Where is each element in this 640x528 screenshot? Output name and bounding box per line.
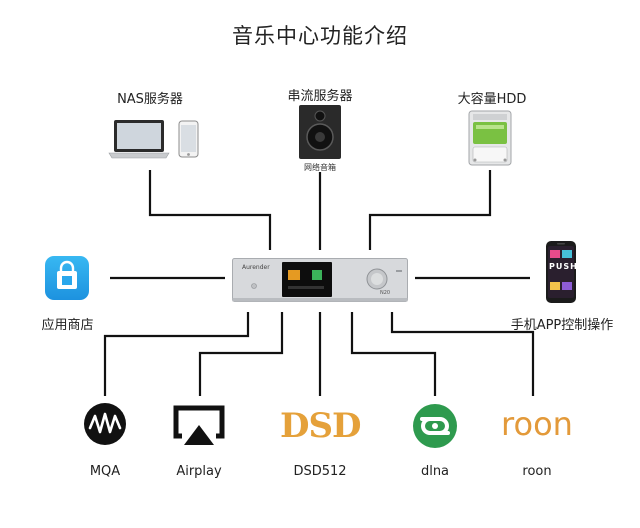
airplay-icon [172,405,226,447]
hard-drive-icon [467,110,513,166]
output-label-airplay: Airplay [176,464,222,479]
line-hdd [368,170,492,250]
line-nas [148,170,272,250]
mqa-icon [83,402,127,446]
line-mqa [103,312,250,396]
device-brand: Aurender [242,264,270,271]
speaker-icon [298,104,342,160]
output-label-mqa: MQA [89,464,121,479]
roon-icon: roon [501,405,573,443]
line-dlna [350,312,437,396]
app-store-icon [45,256,89,300]
laptop-phone-icon [108,118,208,160]
music-center-device [232,258,408,302]
app-store-label: 应用商店 [41,318,94,333]
output-label-dlna: dlna [420,464,450,479]
dlna-icon [412,403,458,449]
dsd-icon: DSD [280,406,362,446]
device-model: N20 [380,290,391,296]
line-airplay [198,312,284,396]
output-label-dsd512: DSD512 [293,464,347,479]
phone-app-text: PUSH [549,262,578,271]
speaker-sublabel: 网络音箱 [304,163,336,172]
phone-app-label: 手机APP控制操作 [510,318,614,333]
source-label-hdd: 大容量HDD [457,92,527,107]
line-roon [390,312,535,396]
source-label-streaming: 串流服务器 [287,89,353,104]
source-label-nas: NAS服务器 [117,92,183,107]
output-label-roon: roon [522,464,552,479]
phone-app-icon [545,240,577,304]
page-title: 音乐中心功能介绍 [232,24,408,48]
